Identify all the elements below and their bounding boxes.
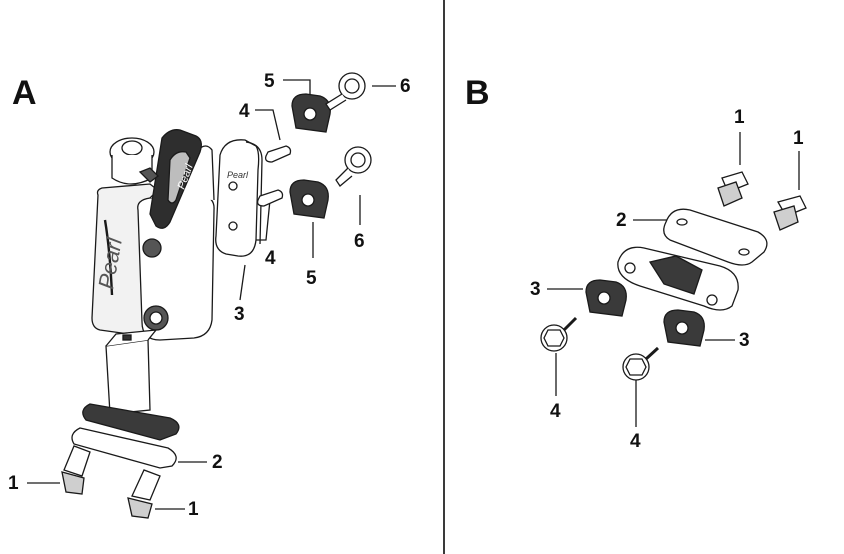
gaskets-5-a <box>289 93 331 219</box>
leader-lines-a <box>27 79 396 510</box>
panel-divider <box>443 0 445 554</box>
callout-a-1-left: 1 <box>8 473 19 494</box>
callout-a-5-bottom: 5 <box>306 268 317 289</box>
callout-a-6-bottom: 6 <box>354 231 365 252</box>
mounting-plate-a <box>215 139 263 257</box>
callout-b-3-right: 3 <box>739 330 750 351</box>
plate-2-b <box>663 208 768 266</box>
brand-mark-plate: Pearl <box>227 170 249 180</box>
callout-b-1-left: 1 <box>734 107 745 128</box>
panel-a-label: A <box>12 74 37 112</box>
panel-b-label: B <box>465 74 490 112</box>
callout-b-4-left: 4 <box>550 401 561 422</box>
callout-a-2: 2 <box>212 452 223 473</box>
callout-a-1-right: 1 <box>188 499 199 520</box>
bolts-4-b <box>540 316 660 381</box>
callout-b-3-left: 3 <box>530 279 541 300</box>
gaskets-3-b <box>585 279 705 347</box>
screws-4-a <box>256 145 292 207</box>
callout-b-4-right: 4 <box>630 431 641 452</box>
screws-1-b <box>717 171 807 231</box>
clamp-body-a <box>91 129 215 341</box>
callout-b-2: 2 <box>616 210 627 231</box>
callout-a-6-top: 6 <box>400 76 411 97</box>
screws-1-a <box>61 445 161 519</box>
callout-a-3: 3 <box>234 304 245 325</box>
callout-a-4-top: 4 <box>239 101 250 122</box>
callout-b-1-right: 1 <box>793 128 804 149</box>
bolts-6-a <box>325 72 372 187</box>
callout-a-5-top: 5 <box>264 71 275 92</box>
callout-a-4-bottom: 4 <box>265 248 276 269</box>
post-a <box>71 329 180 469</box>
leader-lines-b <box>547 132 800 427</box>
bracket-b <box>617 246 739 311</box>
